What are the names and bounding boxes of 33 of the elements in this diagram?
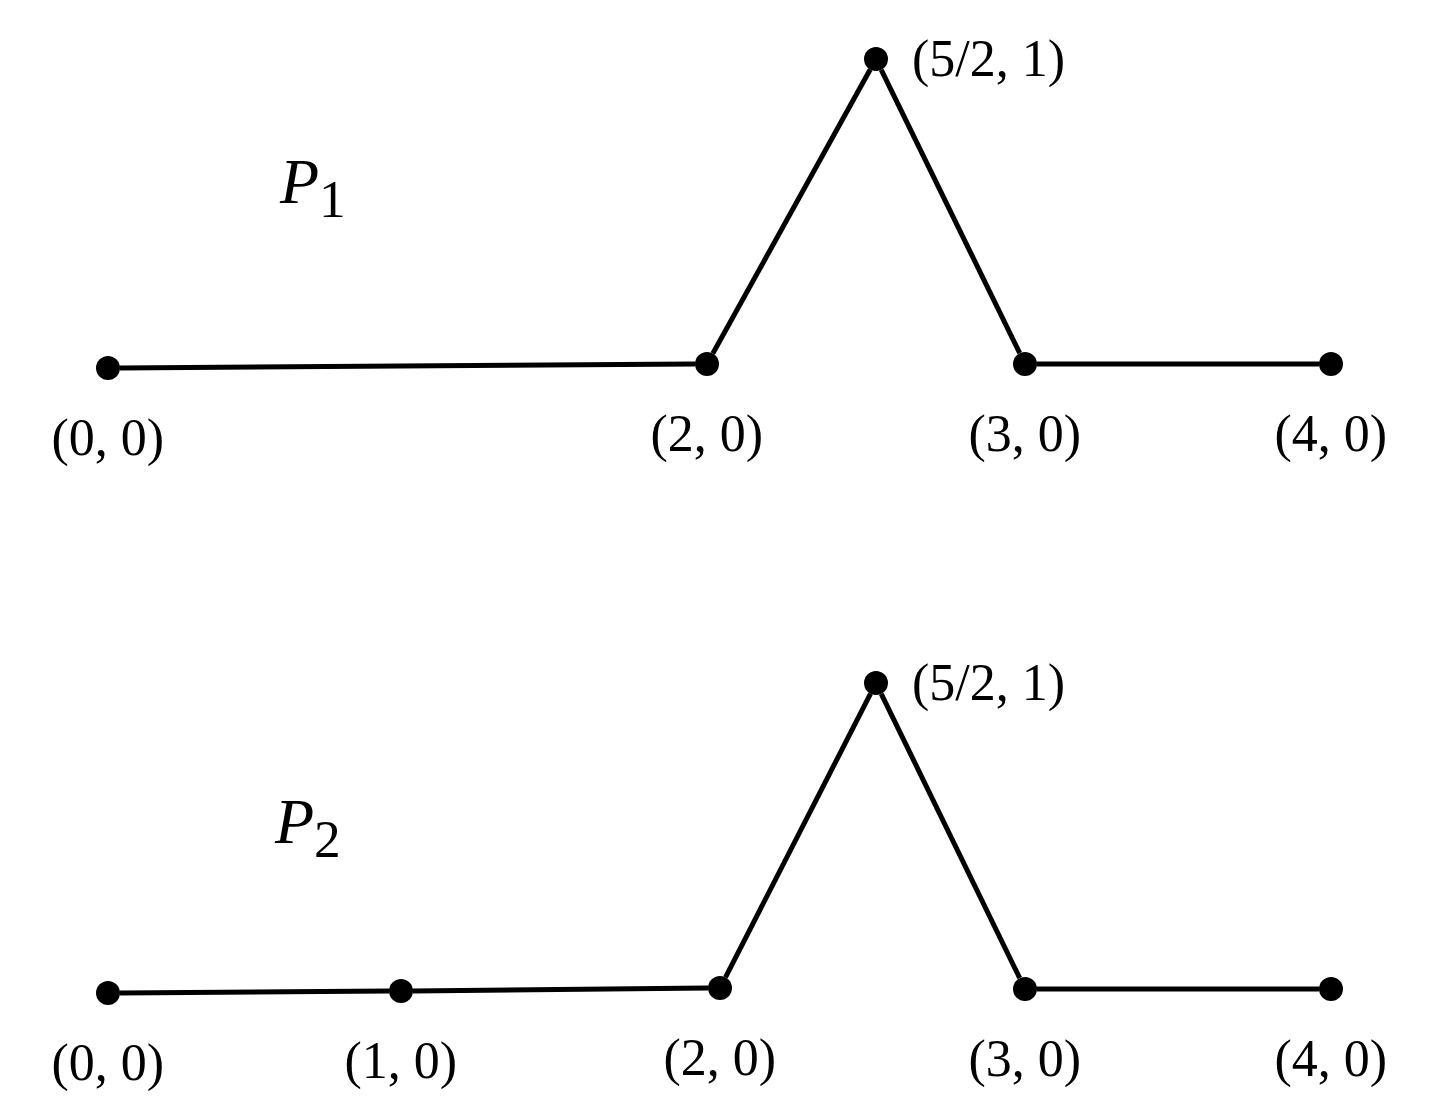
point-dot — [1319, 352, 1343, 376]
point-dot — [1013, 352, 1037, 376]
point-dot — [1319, 977, 1343, 1001]
line-segment — [412, 985, 709, 994]
line-segment — [879, 68, 1022, 355]
point-dot — [864, 47, 888, 71]
point-dot — [96, 356, 120, 380]
coordinate-label: (0, 0) — [51, 412, 165, 464]
line-segment — [120, 361, 695, 371]
coordinate-label: (0, 0) — [51, 1037, 165, 1089]
line-segment — [120, 988, 389, 996]
coordinate-label: (5/2, 1) — [912, 657, 1066, 709]
coordinate-label: (1, 0) — [344, 1035, 458, 1087]
line-segment — [1037, 361, 1319, 367]
coordinate-label: (3, 0) — [968, 1033, 1082, 1085]
coordinate-label: (4, 0) — [1274, 408, 1388, 460]
coordinate-label: (5/2, 1) — [912, 33, 1066, 85]
point-dot — [695, 352, 719, 376]
line-segment — [879, 692, 1022, 980]
point-dot — [389, 979, 413, 1003]
point-dot — [864, 671, 888, 695]
line-segment — [1037, 986, 1319, 992]
coordinate-label: (2, 0) — [650, 408, 764, 460]
line-segment — [710, 68, 873, 355]
point-dot — [708, 976, 732, 1000]
path-name: P$_{2}$ — [275, 790, 341, 867]
coordinate-label: (3, 0) — [968, 408, 1082, 460]
coordinate-label: (4, 0) — [1274, 1033, 1388, 1085]
line-segment — [723, 692, 873, 979]
coordinate-label: (2, 0) — [663, 1032, 777, 1084]
path-name: P$_{1}$ — [280, 150, 346, 227]
point-dot — [96, 981, 120, 1005]
point-dot — [1013, 977, 1037, 1001]
